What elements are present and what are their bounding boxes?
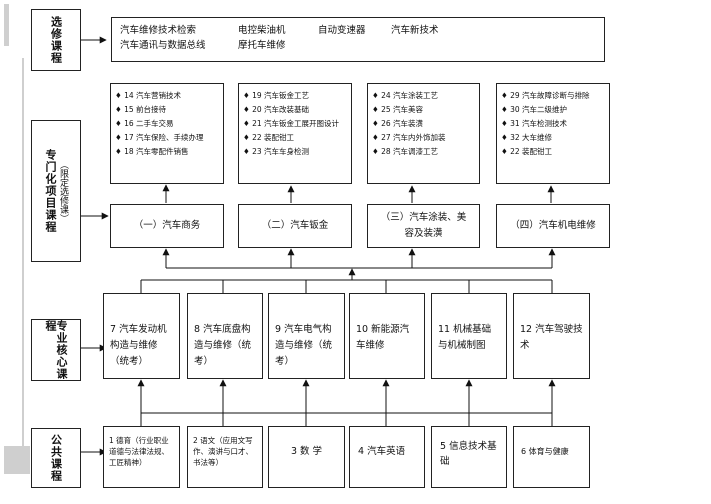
section-core: 专业核心课程 — [31, 319, 81, 381]
elective-course: 汽车维修技术检索 — [120, 25, 197, 36]
list-item: ♦ 20 汽车改装基础 — [243, 105, 310, 114]
list-item: ♦ 18 汽车零配件销售 — [115, 147, 189, 156]
category-commerce: （一）汽车商务 — [110, 204, 224, 248]
list-item: ♦ 23 汽车车身检测 — [243, 147, 310, 156]
elective-row-1: 汽车维修技术检索 电控柴油机 自动变速器 汽车新技术 — [120, 23, 596, 38]
public-course: 5 信息技术基础 — [431, 426, 507, 488]
elective-course: 汽车通讯与数据总线 — [120, 40, 206, 51]
core-course: 9 汽车电气构造与维修（统考） — [268, 293, 345, 379]
core-course: 10 新能源汽车维修 — [349, 293, 425, 379]
list-item: ♦ 24 汽车涂装工艺 — [372, 91, 439, 100]
core-course: 11 机械基础与机械制图 — [431, 293, 507, 379]
elective-row-2: 汽车通讯与数据总线 摩托车维修 — [120, 38, 596, 53]
core-course: 7 汽车发动机构造与维修（统考） — [103, 293, 180, 379]
list-item: ♦ 27 汽车内外饰加装 — [372, 133, 446, 142]
left-gray-bar — [22, 58, 24, 446]
section-elective-label: 选修课程 — [49, 16, 63, 64]
left-gray-bar-top — [4, 4, 9, 46]
list-item: ♦ 30 汽车二级维护 — [501, 105, 568, 114]
category-painting: （三）汽车涂装、美容及装潢 — [367, 204, 480, 248]
list-item: ♦ 21 汽车钣金工展开图设计 — [243, 119, 340, 128]
section-elective: 选修课程 — [31, 9, 81, 71]
core-course: 8 汽车底盘构造与维修（统考） — [187, 293, 263, 379]
public-course: 3 数 学 — [268, 426, 345, 488]
specialized-list-sheetmetal: ♦ 19 汽车钣金工艺 ♦ 20 汽车改装基础 ♦ 21 汽车钣金工展开图设计 … — [238, 83, 352, 184]
specialized-list-painting: ♦ 24 汽车涂装工艺 ♦ 25 汽车美容 ♦ 26 汽车装潢 ♦ 27 汽车内… — [367, 83, 480, 184]
list-item: ♦ 15 前台接待 — [115, 105, 167, 114]
list-item: ♦ 17 汽车保险、手续办理 — [115, 133, 204, 142]
elective-course: 汽车新技术 — [391, 25, 439, 36]
elective-course: 电控柴油机 — [238, 25, 286, 36]
specialized-list-electromech: ♦ 29 汽车故障诊断与排除 ♦ 30 汽车二级维护 ♦ 31 汽车检测技术 ♦… — [496, 83, 610, 184]
section-public: 公共课程 — [31, 428, 81, 488]
core-course: 12 汽车驾驶技术 — [513, 293, 590, 379]
list-item: ♦ 22 装配钳工 — [243, 133, 295, 142]
elective-course: 自动变速器 — [318, 25, 366, 36]
list-item: ♦ 31 汽车检测技术 — [501, 119, 568, 128]
elective-courses-box: 汽车维修技术检索 电控柴油机 自动变速器 汽车新技术 汽车通讯与数据总线 摩托车… — [111, 17, 605, 62]
section-specialized: 专门化项目课程 （限定选修课） — [31, 120, 81, 262]
list-item: ♦ 26 汽车装潢 — [372, 119, 424, 128]
section-core-label: 专业核心课程 — [44, 320, 68, 380]
public-course: 6 体育与健康 — [513, 426, 590, 488]
public-course: 2 语文（应用文写作、演讲与口才、书法等） — [187, 426, 263, 488]
list-item: ♦ 16 二手车交易 — [115, 119, 174, 128]
category-sheetmetal: （二）汽车钣金 — [238, 204, 352, 248]
section-specialized-label: 专门化项目课程 — [44, 149, 57, 233]
list-item: ♦ 29 汽车故障诊断与排除 — [501, 91, 590, 100]
list-item: ♦ 14 汽车营销技术 — [115, 91, 182, 100]
section-public-label: 公共课程 — [49, 434, 63, 482]
elective-course: 摩托车维修 — [238, 40, 286, 51]
section-specialized-note: （限定选修课） — [58, 159, 68, 223]
specialized-list-commerce: ♦ 14 汽车营销技术 ♦ 15 前台接待 ♦ 16 二手车交易 ♦ 17 汽车… — [110, 83, 224, 184]
list-item: ♦ 25 汽车美容 — [372, 105, 424, 114]
list-item: ♦ 19 汽车钣金工艺 — [243, 91, 310, 100]
category-electromech: （四）汽车机电维修 — [496, 204, 610, 248]
list-item: ♦ 28 汽车调漆工艺 — [372, 147, 439, 156]
public-course: 4 汽车英语 — [349, 426, 425, 488]
left-gray-bar-bottom — [4, 446, 30, 474]
list-item: ♦ 22 装配钳工 — [501, 147, 553, 156]
list-item: ♦ 32 大车维修 — [501, 133, 553, 142]
public-course: 1 德育（行业职业道德与法律法规、工匠精神） — [103, 426, 180, 488]
